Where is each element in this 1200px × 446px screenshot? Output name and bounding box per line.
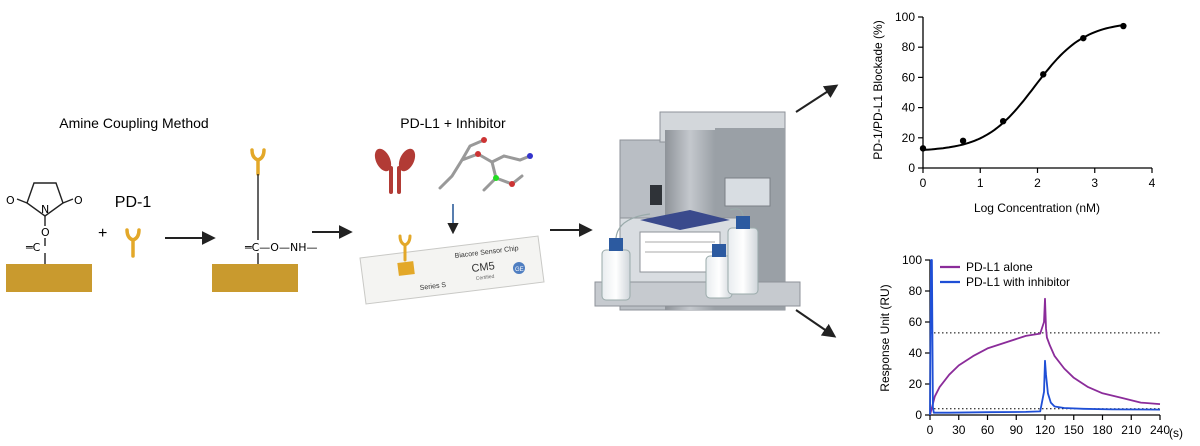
sensor-surface-left <box>6 264 92 292</box>
chart2-series-line-1 <box>929 297 1161 416</box>
chart1-xlabel: Log Concentration (nM) <box>974 201 1100 215</box>
chart2-legend-label-2: PD-L1 with inhibitor <box>966 275 1070 289</box>
chart2-xtick-label: 180 <box>1092 423 1112 437</box>
dose-response-chart: PD-1/PD-L1 Blockade (%) Log Concentratio… <box>871 10 1156 215</box>
cm5-sensor-chip: Biacore Sensor Chip CM5 Certified Series… <box>359 234 545 305</box>
chart2-series-line-2 <box>929 259 1161 416</box>
chart2-ytick-label: 80 <box>909 284 923 298</box>
chart1-xtick-label: 4 <box>1149 176 1156 190</box>
chart1-marks <box>919 22 1127 152</box>
amine-coupling-title: Amine Coupling Method <box>59 115 208 131</box>
linker-oxygen: O <box>41 226 50 239</box>
pd1-antibody-icon <box>125 228 141 258</box>
chart2-xtick-label: 240 <box>1150 423 1170 437</box>
chart1-fit-curve <box>922 24 1124 151</box>
spr-instrument-icon <box>594 111 801 311</box>
sensorgram-chart: Response Unit (RU) (s) 0 20 40 60 80 100 0 30 60… <box>878 253 1183 440</box>
chart2-xtick-label: 120 <box>1035 423 1055 437</box>
chip-certified: Certified <box>476 274 495 282</box>
chart1-xtick-label: 0 <box>920 176 927 190</box>
chart2-xtick-label: 210 <box>1121 423 1141 437</box>
chart1-ytick-label: 40 <box>902 101 916 115</box>
nitrogen: N <box>41 203 49 216</box>
chart1-xtick-label: 1 <box>977 176 984 190</box>
chart2-xtick-label: 150 <box>1064 423 1084 437</box>
chart1-ytick-label: 20 <box>902 131 916 145</box>
coupled-structure: ═C—O—NH— <box>244 148 317 264</box>
arrow-up-right <box>795 84 839 113</box>
pdl1-antibody-icon <box>374 148 416 194</box>
chart1-ytick-label: 60 <box>902 70 916 84</box>
nhs-ester-structure: O O N O ═C <box>6 182 83 264</box>
chart1-xtick-label: 3 <box>1091 176 1098 190</box>
chart2-xtick-label: 30 <box>952 423 966 437</box>
chart1-tick-labels: 0 20 40 60 80 100 0 1 2 3 4 <box>895 10 1156 190</box>
chart2-marks <box>929 259 1161 416</box>
chart2-xtick-label: 60 <box>981 423 995 437</box>
chart2-legend-label-1: PD-L1 alone <box>966 260 1033 274</box>
chart1-data-point <box>1040 71 1047 78</box>
chart1-data-point <box>999 117 1007 125</box>
plus-sign: + <box>98 225 107 242</box>
oxygen-right: O <box>74 194 83 207</box>
oxygen-left: O <box>6 194 15 207</box>
chart2-xtick-label: 90 <box>1010 423 1024 437</box>
chart2-ytick-label: 100 <box>902 253 922 267</box>
chip-logo: GE <box>515 267 524 273</box>
chart2-ytick-label: 60 <box>909 315 923 329</box>
coupled-pd1-icon <box>250 148 266 176</box>
chart1-data-point <box>1080 34 1087 42</box>
chip-model: CM5 <box>471 260 496 275</box>
sensor-surface-right <box>212 264 298 292</box>
chart1-ytick-label: 0 <box>908 161 915 175</box>
chart2-xtick-label: 0 <box>927 423 934 437</box>
chart2-tick-labels: 0 20 40 60 80 100 0 30 60 90 120 150 180 210 240 <box>902 253 1170 437</box>
carbonyl-left: ═C <box>25 241 41 254</box>
chart1-data-point <box>959 137 967 145</box>
chart1-data-point <box>1120 22 1127 30</box>
amide-bond-label: ═C—O—NH— <box>244 241 317 254</box>
chip-pd1-icon <box>398 234 412 262</box>
arrow-down-right <box>795 309 837 338</box>
chart1-ytick-label: 100 <box>895 10 915 24</box>
chip-series: Series S <box>419 282 446 292</box>
chart1-xtick-label: 2 <box>1034 176 1041 190</box>
inhibitor-molecule-icon <box>438 137 533 192</box>
chart2-ylabel: Response Unit (RU) <box>878 284 892 391</box>
chart2-ytick-label: 0 <box>915 408 922 422</box>
chart1-ytick-label: 80 <box>902 40 916 54</box>
chart1-ylabel: PD-1/PD-L1 Blockade (%) <box>871 20 885 159</box>
chart2-ytick-label: 40 <box>909 346 923 360</box>
chart1-axes <box>918 16 1153 173</box>
pd1-label: PD-1 <box>115 194 152 211</box>
chart1-data-point <box>919 145 927 152</box>
chart2-xlabel: (s) <box>1169 426 1183 440</box>
chart2-ytick-label: 20 <box>909 377 923 391</box>
pdl1-inhibitor-title: PD-L1 + Inhibitor <box>400 115 506 131</box>
